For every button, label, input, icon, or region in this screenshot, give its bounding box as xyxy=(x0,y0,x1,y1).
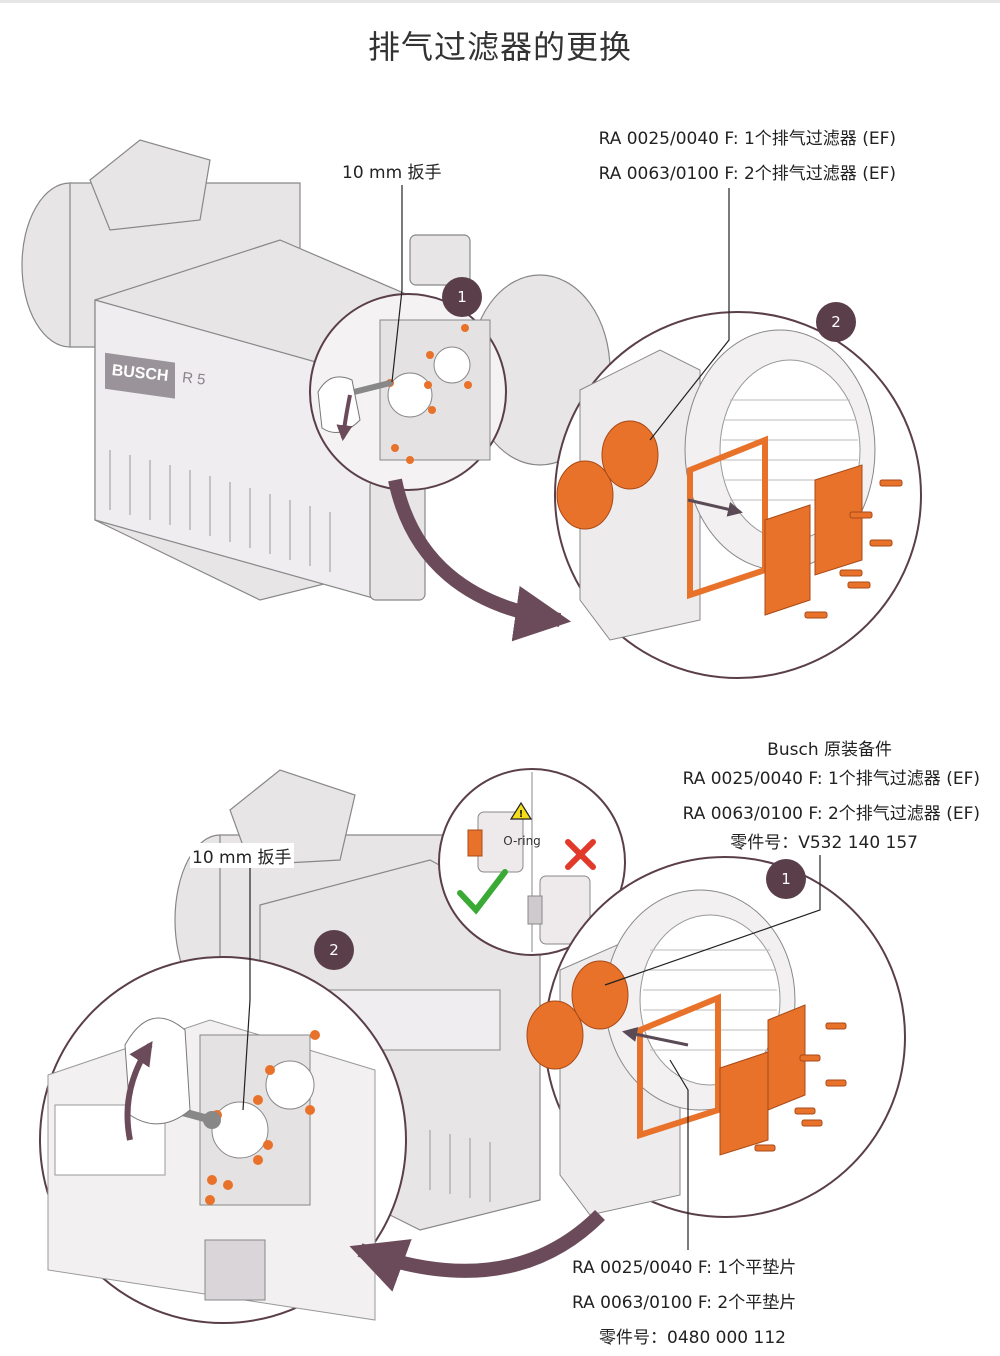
oring-detail-circle: ! O-ring xyxy=(438,768,626,956)
bottom-filter-line1: RA 0025/0040 F: 1个排气过滤器 (EF) xyxy=(682,769,980,789)
bottom-parts-title: Busch 原装备件 xyxy=(767,740,892,760)
bottom-wrench-label: 10 mm 扳手 xyxy=(190,843,294,868)
page-title: 排气过滤器的更换 xyxy=(367,28,632,66)
top-filter-line1: RA 0025/0040 F: 1个排气过滤器 (EF) xyxy=(598,129,896,149)
bottom-gasket-leader xyxy=(669,1059,689,1250)
cross-icon xyxy=(565,839,596,870)
svg-text:!: ! xyxy=(519,809,524,820)
bottom-gasket-part-number: 零件号：0480 000 112 xyxy=(599,1323,786,1348)
bottom-filter-line2: RA 0063/0100 F: 2个排气过滤器 (EF) xyxy=(682,804,980,824)
svg-text:2: 2 xyxy=(831,313,841,331)
model-label: R 5 xyxy=(181,369,206,388)
brand-label: BUSCH xyxy=(111,362,169,385)
top-step1-circle xyxy=(309,293,507,491)
top-wrench-leader xyxy=(391,185,403,383)
bottom-wrench-leader xyxy=(242,865,251,1111)
top-transition-arrow xyxy=(388,478,572,642)
svg-text:1: 1 xyxy=(457,288,467,306)
bottom-step1-circle xyxy=(526,856,906,1218)
top-wrench-label: 10 mm 扳手 xyxy=(342,163,442,183)
bottom-transition-arrow xyxy=(349,1210,605,1292)
bottom-gasket-line1: RA 0025/0040 F: 1个平垫片 xyxy=(572,1253,797,1278)
bottom-filter-part-number: 零件号：V532 140 157 xyxy=(730,833,918,853)
bottom-step2-circle xyxy=(39,956,407,1324)
top-filter-line2: RA 0063/0100 F: 2个排气过滤器 (EF) xyxy=(598,164,896,184)
svg-text:2: 2 xyxy=(329,941,339,959)
oring-label: O-ring xyxy=(503,834,541,848)
bottom-step1-badge: 1 xyxy=(766,859,806,899)
bottom-step2-badge: 2 xyxy=(314,930,354,970)
top-filter-leader xyxy=(649,188,730,441)
svg-text:1: 1 xyxy=(781,870,791,888)
bottom-gasket-line2: RA 0063/0100 F: 2个平垫片 xyxy=(572,1288,797,1313)
brand-plate xyxy=(105,352,175,399)
top-border xyxy=(0,0,1000,3)
top-step2-badge: 2 xyxy=(816,302,856,342)
bottom-filter-leader xyxy=(604,855,821,986)
top-step2-circle xyxy=(554,311,922,679)
top-step1-badge: 1 xyxy=(442,277,482,317)
check-icon xyxy=(457,869,508,915)
